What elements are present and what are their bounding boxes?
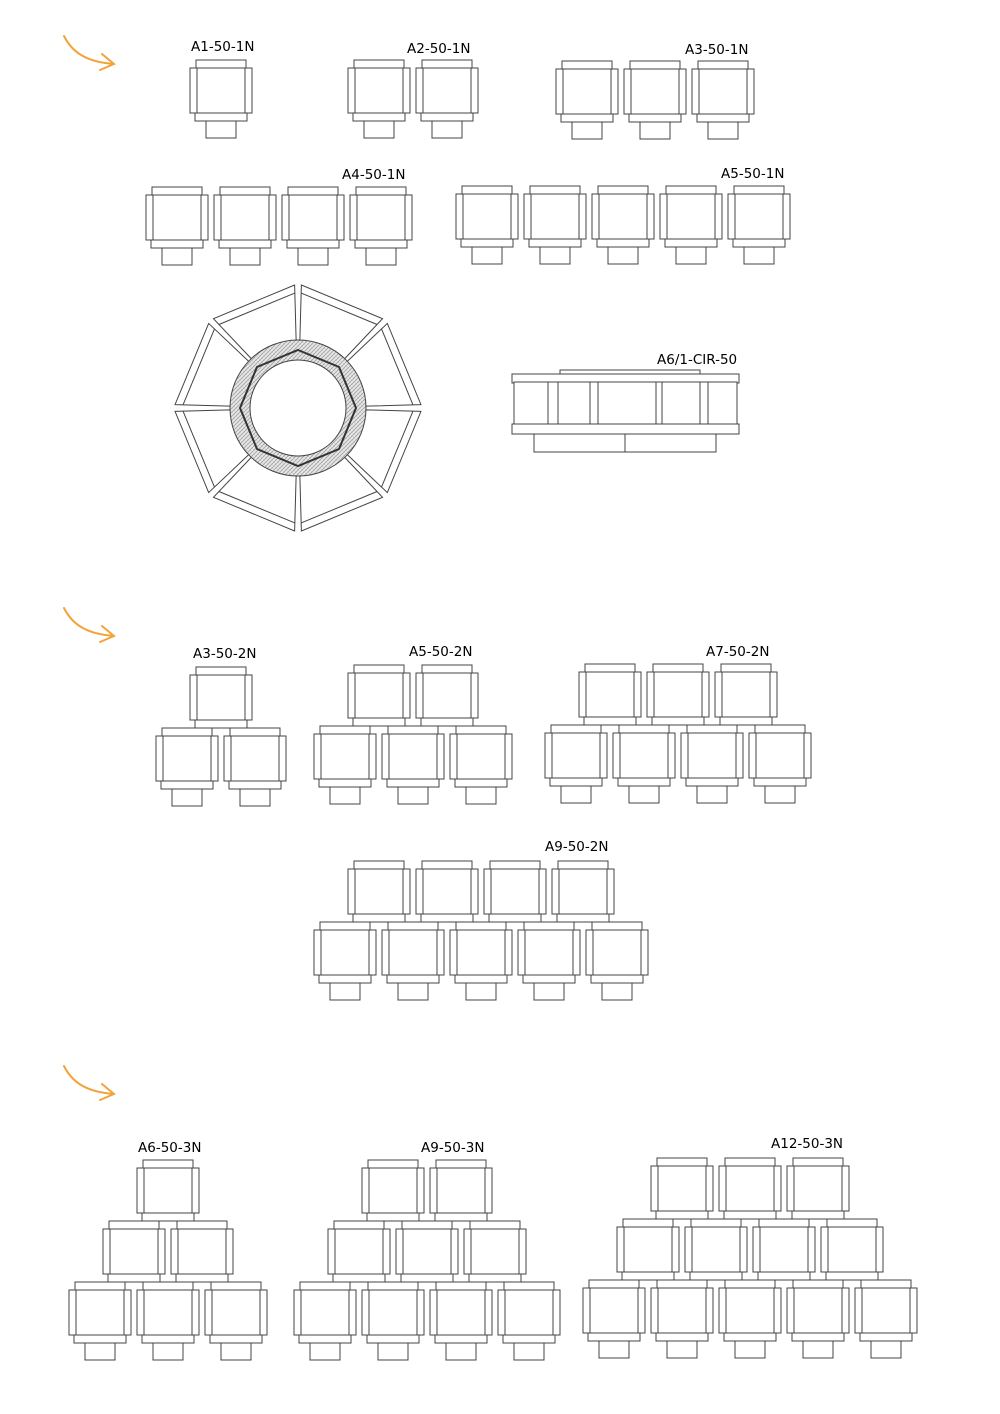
seat-module [415, 664, 479, 727]
seat-module [616, 1218, 680, 1281]
seat-module [650, 1157, 714, 1220]
seat-module [483, 860, 547, 923]
seat-module [347, 860, 411, 923]
seat-module [523, 185, 587, 265]
seat-module [555, 60, 619, 140]
config-label-a7-50-2n: A7-50-2N [706, 644, 769, 660]
config-label-a1-50-1n: A1-50-1N [191, 39, 254, 55]
seat-module [786, 1157, 850, 1220]
seat-module [223, 727, 287, 807]
inner-octagon [238, 348, 358, 468]
config-label-a5-50-2n: A5-50-2N [409, 644, 472, 660]
seat-module [650, 1279, 714, 1359]
seat-module [748, 724, 812, 804]
seat-module [684, 1218, 748, 1281]
seat-module [820, 1218, 884, 1281]
seat-module [752, 1218, 816, 1281]
seat-module [327, 1220, 391, 1283]
seat-module [646, 663, 710, 726]
seat-module [347, 59, 411, 139]
config-label-a6-50-3n: A6-50-3N [138, 1140, 201, 1156]
seat-module [497, 1281, 561, 1361]
seat-module [189, 666, 253, 729]
seat-module [213, 186, 277, 266]
curved-arrow-icon [63, 607, 116, 643]
seat-module [714, 663, 778, 726]
seat-module [361, 1281, 425, 1361]
seat-module [727, 185, 791, 265]
seat-module [68, 1281, 132, 1361]
seat-module [517, 921, 581, 1001]
seat-module [136, 1281, 200, 1361]
seat-module [786, 1279, 850, 1359]
seat-module [145, 186, 209, 266]
seat-module [449, 725, 513, 805]
config-label-a12-50-3n: A12-50-3N [771, 1136, 843, 1152]
config-label-a3-50-1n: A3-50-1N [685, 42, 748, 58]
seat-module [281, 186, 345, 266]
seat-module [347, 664, 411, 727]
seat-module [691, 60, 755, 140]
seat-module [361, 1159, 425, 1222]
config-label-a3-50-2n: A3-50-2N [193, 646, 256, 662]
seat-module [659, 185, 723, 265]
seat-module [415, 59, 479, 139]
seat-module [449, 921, 513, 1001]
seat-module [429, 1281, 493, 1361]
config-label-a5-50-1n: A5-50-1N [721, 166, 784, 182]
config-label-a6-1-cir-50: A6/1-CIR-50 [657, 352, 737, 368]
seat-module [463, 1220, 527, 1283]
seat-module [415, 860, 479, 923]
curved-bench-side-view [511, 369, 740, 453]
seat-module [170, 1220, 234, 1283]
seat-module [189, 59, 253, 139]
circular-seating-plan [174, 284, 422, 532]
seat-module [551, 860, 615, 923]
config-label-a2-50-1n: A2-50-1N [407, 41, 470, 57]
seat-module [136, 1159, 200, 1222]
seat-module [455, 185, 519, 265]
seat-module [155, 727, 219, 807]
seat-module [395, 1220, 459, 1283]
curved-arrow-icon [63, 1065, 116, 1101]
seat-module [585, 921, 649, 1001]
center-opening [249, 359, 347, 457]
config-label-a9-50-3n: A9-50-3N [421, 1140, 484, 1156]
seat-module [680, 724, 744, 804]
seat-module [293, 1281, 357, 1361]
seat-module [429, 1159, 493, 1222]
curved-arrow-icon [63, 35, 116, 71]
seat-module [204, 1281, 268, 1361]
seat-module [578, 663, 642, 726]
seat-module [381, 921, 445, 1001]
seat-module [582, 1279, 646, 1359]
seat-module [591, 185, 655, 265]
seat-module [313, 725, 377, 805]
seat-module [349, 186, 413, 266]
seat-module [854, 1279, 918, 1359]
seat-module [718, 1279, 782, 1359]
seat-plans [68, 59, 918, 1361]
config-label-a9-50-2n: A9-50-2N [545, 839, 608, 855]
seat-module [544, 724, 608, 804]
seat-module [623, 60, 687, 140]
config-label-a4-50-1n: A4-50-1N [342, 167, 405, 183]
seat-module [718, 1157, 782, 1220]
seat-module [102, 1220, 166, 1283]
seat-module [313, 921, 377, 1001]
seat-module [381, 725, 445, 805]
seat-module [612, 724, 676, 804]
